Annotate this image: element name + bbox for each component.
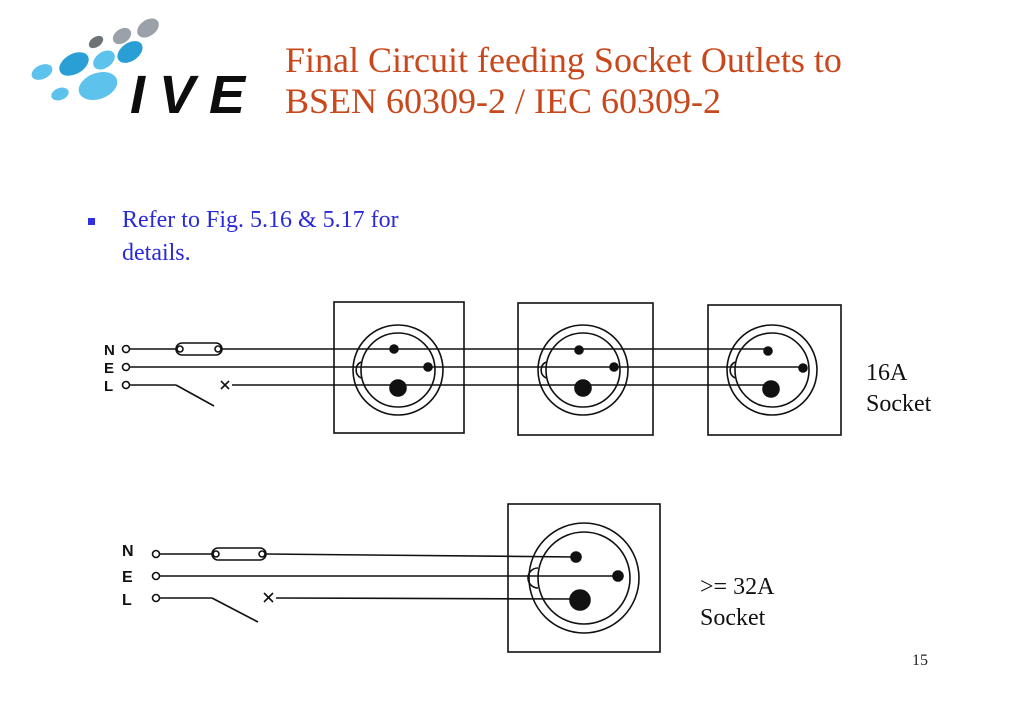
title-line-1: Final Circuit feeding Socket Outlets to — [285, 40, 842, 80]
socket-key-notch — [527, 567, 539, 589]
socket-outer-ring — [352, 324, 444, 416]
live-wire — [275, 597, 581, 600]
socket-16a — [333, 301, 465, 434]
socket-pin-earth — [423, 362, 433, 372]
terminal-label-e: E — [104, 360, 114, 377]
logo-dot — [88, 35, 104, 49]
socket-key-notch — [355, 361, 362, 379]
socket-box — [707, 304, 842, 436]
socket-pin-live — [762, 380, 780, 398]
terminal-label-n: N — [122, 543, 134, 560]
socket-key-notch — [540, 361, 547, 379]
socket-pin-neutral — [763, 346, 773, 356]
neutral-link-end — [214, 345, 222, 353]
terminal-label-l: L — [104, 378, 113, 395]
logo-dot — [137, 18, 159, 38]
terminal-e — [121, 362, 131, 372]
slide-title: Final Circuit feeding Socket Outlets to … — [285, 40, 1005, 122]
logo-dot — [112, 27, 132, 45]
bullet-square-icon — [88, 218, 95, 225]
bullet-line-1: Refer to Fig. 5.16 & 5.17 for — [122, 207, 399, 233]
socket-pin-neutral — [570, 551, 582, 563]
terminal-e — [151, 571, 161, 581]
socket-outer-ring — [726, 324, 818, 416]
label-32a-socket: >= 32A Socket — [700, 572, 774, 634]
socket-key-notch — [729, 361, 736, 379]
slide-number: 15 — [912, 652, 928, 669]
socket-box — [517, 302, 654, 436]
socket-16a — [707, 304, 842, 436]
label-16a-socket: 16A Socket — [866, 358, 931, 420]
logo-dots-graphic — [31, 18, 159, 101]
bullet-text: Refer to Fig. 5.16 & 5.17 for details. — [122, 204, 518, 270]
socket-box — [507, 503, 661, 653]
logo-dot — [59, 52, 89, 76]
logo-dot — [93, 50, 115, 70]
switch-contact — [220, 380, 230, 390]
terminal-l — [121, 380, 131, 390]
socket-pin-live — [569, 589, 591, 611]
bullet-line-2: details. — [122, 240, 191, 266]
socket-outer-ring — [537, 324, 629, 416]
terminal-label-e: E — [122, 569, 133, 586]
logo-dot — [51, 87, 69, 101]
socket-pin-live — [389, 379, 407, 397]
neutral-link-end — [176, 345, 184, 353]
socket-inner-ring — [537, 531, 631, 625]
diagram-32a: N E L — [122, 503, 661, 653]
socket-pin-neutral — [574, 345, 584, 355]
diagram-16a: N E L — [104, 301, 842, 436]
socket-32a — [507, 503, 661, 653]
logo-dot — [117, 41, 143, 63]
socket-16a — [517, 302, 654, 436]
switch-blade — [175, 384, 215, 407]
switch-contact — [263, 592, 274, 603]
neutral-link-end — [212, 550, 220, 558]
socket-pin-live — [574, 379, 592, 397]
bullet-item: Refer to Fig. 5.16 & 5.17 for details. — [88, 204, 518, 270]
terminal-label-n: N — [104, 342, 115, 359]
terminal-n — [121, 344, 131, 354]
socket-inner-ring — [545, 332, 621, 408]
neutral-wire — [265, 553, 577, 558]
neutral-link-end — [258, 550, 266, 558]
label-16a-line-1: 16A — [866, 360, 908, 386]
logo-dot — [78, 71, 118, 101]
neutral-link-symbol — [211, 547, 267, 561]
socket-inner-ring — [734, 332, 810, 408]
logo-dot — [31, 64, 53, 80]
terminal-l — [151, 593, 161, 603]
socket-inner-ring — [360, 332, 436, 408]
switch-blade — [211, 597, 259, 623]
terminal-label-l: L — [122, 592, 132, 609]
ive-logo: IVE — [18, 10, 260, 125]
socket-pin-earth — [798, 363, 808, 373]
logo-text: IVE — [130, 65, 260, 125]
socket-pin-earth — [609, 362, 619, 372]
title-line-2: BSEN 60309-2 / IEC 60309-2 — [285, 81, 721, 121]
socket-pin-earth — [612, 570, 624, 582]
label-16a-line-2: Socket — [866, 391, 932, 417]
socket-pin-neutral — [389, 344, 399, 354]
socket-box — [333, 301, 465, 434]
label-32a-line-1: >= 32A — [700, 574, 775, 600]
terminal-n — [151, 549, 161, 559]
socket-outer-ring — [528, 522, 640, 634]
label-32a-line-2: Socket — [700, 605, 766, 631]
